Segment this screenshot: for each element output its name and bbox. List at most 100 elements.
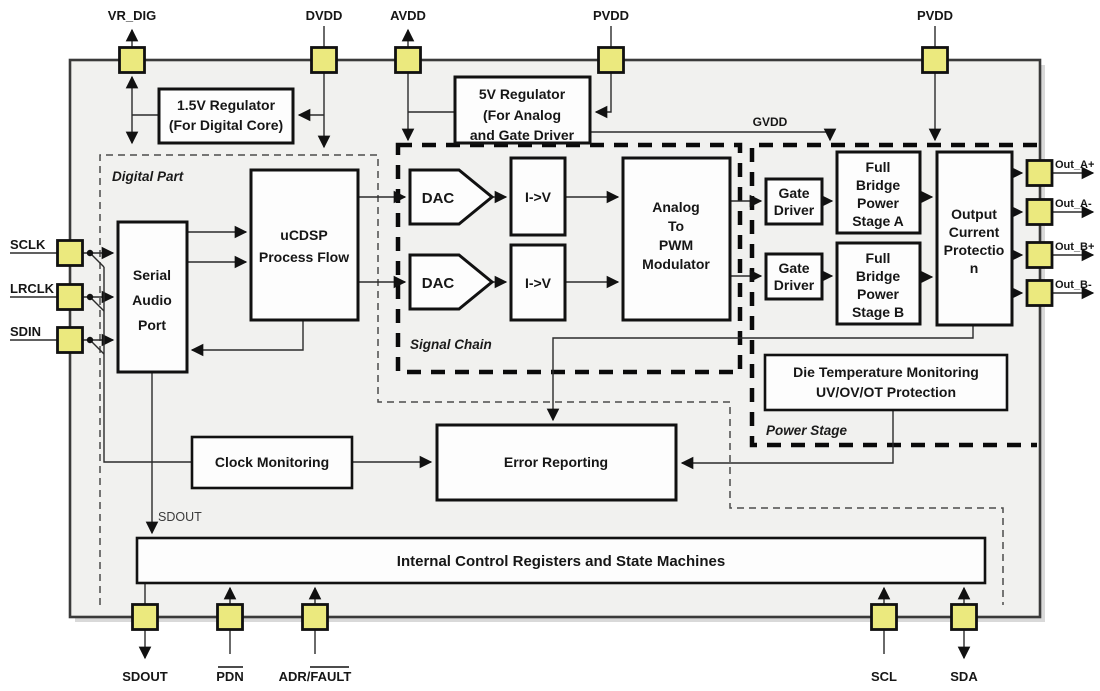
- block-clock-monitoring: [190, 435, 354, 490]
- labels: VR_DIG DVDD AVDD PVDD PVDD SCLK LRCLK SD…: [10, 8, 1094, 684]
- block-i2v-b-label: I->V: [525, 275, 552, 291]
- block-fb-b-label: Bridge: [856, 268, 901, 284]
- pin-label-lrclk: LRCLK: [10, 281, 55, 296]
- block-ocp-label: n: [970, 260, 979, 276]
- block-control-registers-label: Internal Control Registers and State Mac…: [397, 553, 725, 570]
- pin-label-scl: SCL: [871, 669, 897, 684]
- block-dac-b: [408, 253, 495, 311]
- block-full-bridge-a: [835, 150, 922, 235]
- block-mod-label: Modulator: [642, 256, 710, 272]
- pin-label-out-b-plus: Out_B+: [1055, 241, 1094, 253]
- block-sap-label: Port: [138, 317, 166, 333]
- pin-label-pdn: PDN: [216, 669, 243, 684]
- block-1v5-regulator-label: (For Digital Core): [169, 117, 283, 133]
- pin-pvdd-2: [921, 46, 949, 74]
- block-fb-b-label: Full: [866, 250, 891, 266]
- pin-sclk: [56, 239, 84, 267]
- pin-label-out-a-minus: Out_A-: [1055, 198, 1092, 210]
- net-label-gvdd: GVDD: [753, 115, 788, 129]
- block-fb-b-label: Stage B: [852, 304, 904, 320]
- pin-label-pvdd-1: PVDD: [593, 8, 629, 23]
- region-label-signal-chain: Signal Chain: [410, 337, 492, 352]
- pin-pvdd-1: [597, 46, 625, 74]
- pin-out-b-minus: [1025, 279, 1054, 307]
- power-stage-boundary: [749, 142, 1037, 448]
- pin-out-a-plus: [1025, 159, 1054, 187]
- block-dac-b-label: DAC: [422, 275, 455, 292]
- block-full-bridge-b: [835, 241, 922, 326]
- pin-pdn: [216, 603, 244, 631]
- junction-dot: [86, 293, 94, 301]
- pin-vr-dig: [118, 46, 146, 74]
- block-ucdsp-label: uCDSP: [280, 227, 327, 243]
- pin-sda: [950, 603, 978, 631]
- block-fb-a-label: Full: [866, 159, 891, 175]
- block-i2v-a-label: I->V: [525, 189, 552, 205]
- block-serial-audio-port: [116, 220, 189, 374]
- pin-lrclk: [56, 283, 84, 311]
- block-fb-a-label: Stage A: [852, 213, 904, 229]
- pin-label-adr-fault: ADR/FAULT: [279, 669, 352, 684]
- block-die-temp-label: Die Temperature Monitoring: [793, 364, 979, 380]
- block-5v-regulator: [453, 75, 592, 145]
- block-i2v-b: [509, 243, 567, 322]
- pin-label-avdd: AVDD: [390, 8, 426, 23]
- pin-label-out-b-minus: Out_B-: [1055, 279, 1092, 291]
- region-label-digital-part: Digital Part: [112, 169, 184, 184]
- block-gd-b-label: Driver: [774, 277, 815, 293]
- block-gate-driver-b: [764, 252, 824, 301]
- pin-label-sda: SDA: [950, 669, 978, 684]
- block-5v-regulator-label: 5V Regulator: [479, 86, 566, 102]
- block-gate-driver-a: [764, 177, 824, 226]
- block-dac-a: [408, 168, 495, 226]
- pin-label-sdin: SDIN: [10, 324, 41, 339]
- block-control-registers: [135, 536, 987, 585]
- block-error-reporting-label: Error Reporting: [504, 454, 608, 470]
- pin-sdout: [131, 603, 159, 631]
- wire-pvdd1-to-5vreg: [594, 72, 612, 119]
- wire-sclk-tap: [89, 252, 105, 268]
- wire-ocp-to-error: [546, 325, 974, 422]
- pin-label-out-a-plus: Out_A+: [1055, 159, 1094, 171]
- block-i2v-a: [509, 156, 567, 237]
- block-mod-label: To: [668, 218, 684, 234]
- wire-ucdsp-feedback: [190, 320, 304, 357]
- block-pwm-modulator: [621, 156, 732, 322]
- wire-sdin-tap: [89, 339, 105, 355]
- block-1v5-regulator: [157, 87, 295, 145]
- block-output-current-protection: [935, 150, 1014, 327]
- block-error-reporting: [435, 423, 678, 502]
- signal-chain-boundary: [395, 142, 743, 375]
- pin-out-b-plus: [1025, 241, 1054, 269]
- block-ocp-label: Protectio: [944, 242, 1005, 258]
- block-sap-label: Audio: [132, 292, 172, 308]
- pin-label-vr-dig: VR_DIG: [108, 8, 156, 23]
- net-label-sdout-internal: SDOUT: [158, 510, 202, 524]
- wire-gvdd: [590, 128, 837, 142]
- wire-lrclk-tap: [89, 296, 105, 312]
- pin-scl: [870, 603, 898, 631]
- pin-label-dvdd: DVDD: [306, 8, 343, 23]
- block-die-temp: [763, 353, 1009, 412]
- junction-dot: [86, 336, 94, 344]
- pin-label-pvdd-2: PVDD: [917, 8, 953, 23]
- pin-avdd: [394, 46, 422, 74]
- block-sap-label: Serial: [133, 267, 171, 283]
- digital-part-boundary: [99, 154, 1004, 605]
- block-mod-label: Analog: [652, 199, 699, 215]
- block-gd-a-label: Gate: [778, 185, 809, 201]
- pins: [56, 46, 1054, 631]
- block-ucdsp-label: Process Flow: [259, 249, 349, 265]
- block-gd-b-label: Gate: [778, 260, 809, 276]
- blocks: 1.5V Regulator (For Digital Core) 5V Reg…: [116, 75, 1014, 585]
- block-1v5-regulator-label: 1.5V Regulator: [177, 97, 276, 113]
- block-gd-a-label: Driver: [774, 202, 815, 218]
- wire-dietemp-to-error: [680, 410, 894, 470]
- block-mod-label: PWM: [659, 237, 693, 253]
- block-fb-b-label: Power: [857, 286, 900, 302]
- region-label-power-stage: Power Stage: [766, 423, 848, 438]
- block-fb-a-label: Power: [857, 195, 900, 211]
- junction-dot: [86, 249, 94, 257]
